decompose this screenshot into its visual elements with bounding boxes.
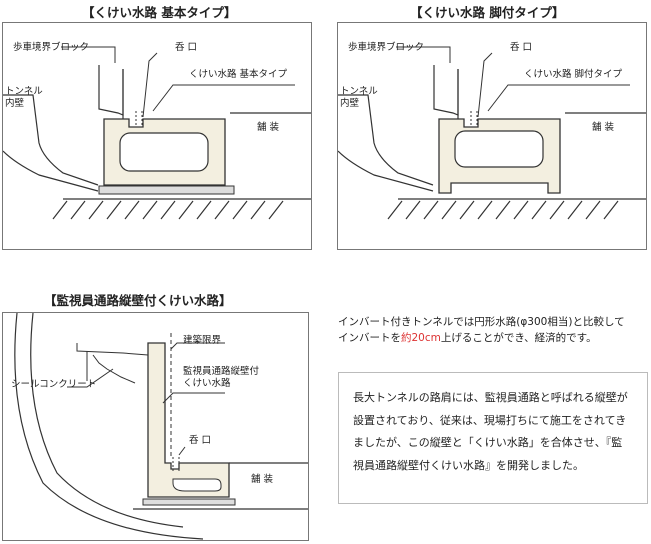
clearance-label: 建築限界 [183,335,222,346]
figure-2-drawing [338,46,646,220]
figure-2-title: 【くけい水路 脚付タイプ】 [410,5,565,20]
figure-3-title: 【監視員通路縦壁付くけい水路】 [44,293,232,308]
channel-type-label: くけい水路 脚付タイプ [524,69,623,80]
inlet-label: 呑 口 [189,435,212,446]
description-box: 長大トンネルの路肩には、監視員通路と呼ばれる縦壁が設置されており、従来は、現場打… [338,372,648,504]
figure-1-panel: 歩車境界ブロック 呑 口 くけい水路 基本タイプ トンネル 内壁 舗 装 [2,22,312,250]
pavement-label: 舗 装 [251,474,274,485]
note-line-2: インバートを約20cm上げることができ、経済的です。 [338,330,648,346]
inlet-label: 呑 口 [175,42,198,53]
tunnel-wall-label: トンネル 内壁 [5,86,43,109]
economy-note: インバート付きトンネルでは円形水路(φ300相当)と比較して インバートを約20… [338,314,648,346]
figure-3-panel: 建築限界 監視員通路縦壁付 くけい水路 シールコンクリート 呑 口 舗 装 [2,312,309,541]
note-line-1: インバート付きトンネルでは円形水路(φ300相当)と比較して [338,316,625,328]
tunnel-wall-label: トンネル 内壁 [340,86,378,109]
product-label: 監視員通路縦壁付 くけい水路 [183,366,260,389]
pavement-label: 舗 装 [257,122,280,133]
figure-1-drawing [3,46,311,220]
figure-2-panel: 歩車境界ブロック 呑 口 くけい水路 脚付タイプ トンネル 内壁 舗 装 [337,22,647,250]
pavement-label: 舗 装 [592,122,615,133]
curb-block-label: 歩車境界ブロック [13,42,90,53]
curb-block-label: 歩車境界ブロック [348,42,425,53]
note-line-2-post: 上げることができ、経済的です。 [440,332,597,344]
note-line-2-pre: インバートを [338,332,401,344]
figure-1-title: 【くけい水路 基本タイプ】 [82,5,237,20]
inlet-label: 呑 口 [510,42,533,53]
description-text: 長大トンネルの路肩には、監視員通路と呼ばれる縦壁が設置されており、従来は、現場打… [353,391,628,472]
figure-3-drawing [14,313,308,540]
seal-concrete-label: シールコンクリート [11,379,97,390]
channel-type-label: くけい水路 基本タイプ [189,69,288,80]
note-highlight: 約20cm [401,332,441,344]
